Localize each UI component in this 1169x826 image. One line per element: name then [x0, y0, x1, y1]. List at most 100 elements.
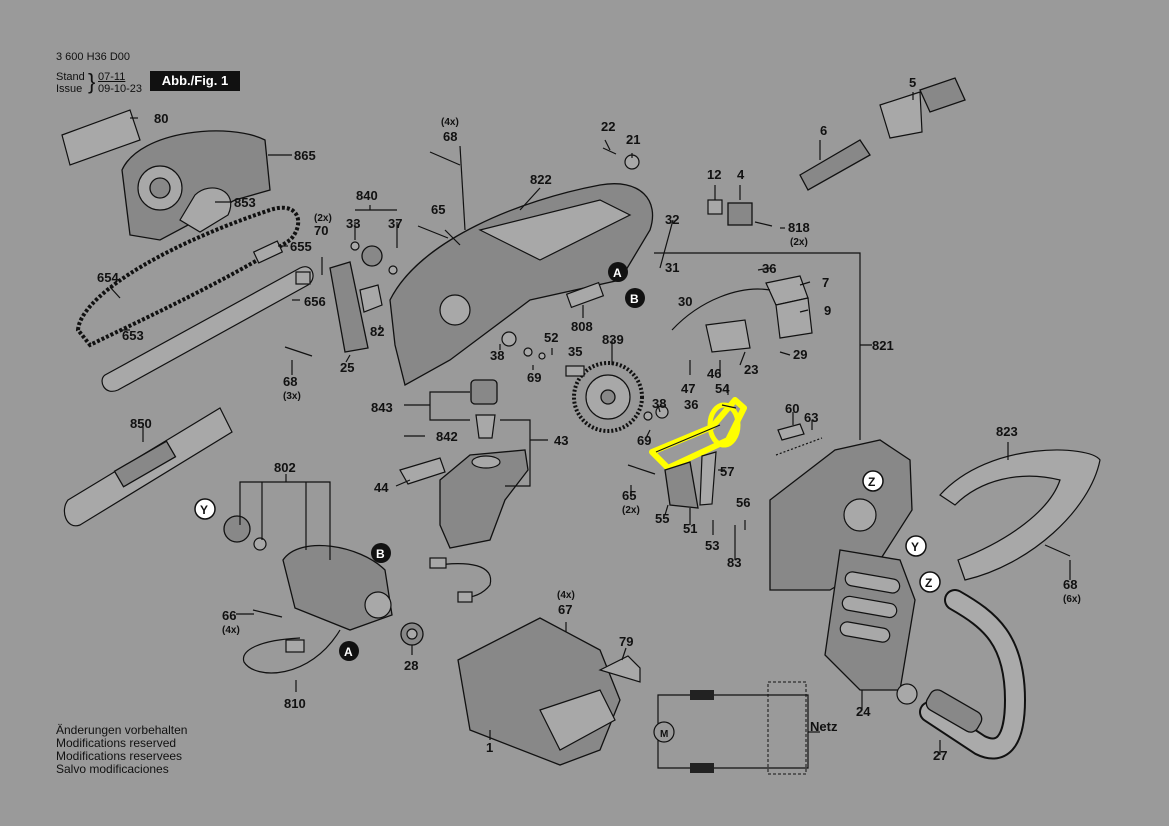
callout-808: 808 [571, 319, 593, 334]
stand-label: Stand [56, 71, 85, 83]
callout-53: 53 [705, 538, 719, 553]
callout-27: 27 [933, 748, 947, 763]
part-79-label [598, 655, 641, 683]
part-656-tensioner [295, 271, 311, 285]
note-es: Salvo modificaciones [56, 762, 169, 776]
part-80-cover-plate [61, 109, 141, 166]
callout-68b: 68 [283, 374, 297, 389]
callout-68: 68 [443, 129, 457, 144]
part-823-guard [939, 449, 1101, 581]
wiring-schematic: M [653, 681, 820, 775]
svg-text:Y: Y [911, 540, 919, 554]
callout-labels: 80 865 853 655 654 656 653 (2x) 70 840 3… [97, 75, 1081, 763]
callout-29: 29 [793, 347, 807, 362]
callout-33: 33 [346, 216, 360, 231]
callout-52: 52 [544, 330, 558, 345]
part-44-pump [399, 457, 446, 485]
part-850-bar-cover [63, 407, 233, 527]
part-839-gear [572, 361, 644, 433]
part-54-highlighted [649, 397, 747, 471]
part-653-guide-bar [101, 266, 314, 392]
callout-12: 12 [707, 167, 721, 182]
part-802-armature [223, 515, 393, 631]
marker-b-motor: B [371, 543, 391, 563]
callout-56: 56 [736, 495, 750, 510]
svg-text:Z: Z [868, 475, 875, 489]
callout-821: 821 [872, 338, 894, 353]
part-43-oil-tank [439, 449, 529, 549]
callout-65: 65 [431, 202, 445, 217]
callout-1: 1 [486, 740, 493, 755]
callout-4: 4 [737, 167, 745, 182]
callout-25: 25 [340, 360, 354, 375]
svg-text:M: M [660, 729, 668, 740]
marker-b-top: B [625, 288, 645, 308]
part-842-strainer [475, 414, 496, 439]
part-655-bar-plate [252, 240, 284, 264]
leader-lines [109, 92, 1071, 755]
figure-label: Abb./Fig. 1 [150, 71, 240, 91]
part-865-chain-cover [121, 130, 271, 241]
marker-y-left: Y [194, 498, 216, 520]
callout-82: 82 [370, 324, 384, 339]
callout-842: 842 [436, 429, 458, 444]
issue-label: Issue [56, 83, 83, 95]
part-55-trigger [664, 451, 717, 509]
callout-65b: 65 [622, 488, 636, 503]
callout-865: 865 [294, 148, 316, 163]
modification-notes: Änderungen vorbehalten Modifications res… [56, 724, 187, 776]
part-4-terminal [707, 199, 753, 226]
callout-57: 57 [720, 464, 734, 479]
callout-36: 36 [762, 261, 776, 276]
doc-number: 3 600 H36 D00 [56, 51, 130, 63]
callout-68c-qty: (6x) [1063, 594, 1081, 605]
callout-38b: 38 [652, 396, 666, 411]
callout-68-qty: (4x) [441, 117, 459, 128]
part-1-motor-housing [457, 617, 621, 766]
callout-37: 37 [388, 216, 402, 231]
callout-60: 60 [785, 401, 799, 416]
part-24-handle-half [824, 549, 916, 691]
part-6-cord-sleeve [799, 139, 871, 191]
callout-840: 840 [356, 188, 378, 203]
marker-a-top: A [608, 262, 628, 282]
callout-32: 32 [665, 212, 679, 227]
issue-date: 09-10-23 [98, 83, 143, 95]
callout-68c: 68 [1063, 577, 1077, 592]
svg-text:A: A [344, 645, 353, 659]
marker-z-right: Z [862, 470, 884, 492]
wire-harness [429, 557, 492, 603]
part-28-bearing [400, 622, 424, 646]
part-810-cable [242, 629, 341, 674]
part-30-spring-lever [671, 288, 771, 353]
callout-655: 655 [290, 239, 312, 254]
marker-a-motor: A [339, 641, 359, 661]
part-654-saw-chain [75, 205, 301, 348]
note-de: Änderungen vorbehalten [56, 723, 188, 737]
callout-654: 654 [97, 270, 119, 285]
part-843-cap [470, 379, 498, 405]
callout-9: 9 [824, 303, 831, 318]
callout-69b: 69 [637, 433, 651, 448]
callout-5: 5 [909, 75, 916, 90]
callout-44: 44 [374, 480, 389, 495]
callout-43: 43 [554, 433, 568, 448]
note-fr: Modifications reservees [56, 749, 183, 763]
callout-31: 31 [665, 260, 679, 275]
svg-text:Y: Y [200, 503, 208, 517]
callout-818-qty: (2x) [790, 237, 808, 248]
part-63-spring [775, 423, 823, 456]
callout-68b-qty: (3x) [283, 391, 301, 402]
callout-netz: Netz [810, 719, 838, 734]
callout-21: 21 [626, 132, 640, 147]
note-en: Modifications reserved [56, 736, 177, 750]
callout-818: 818 [788, 220, 810, 235]
brace: } [88, 69, 96, 94]
callout-47: 47 [681, 381, 695, 396]
callout-802: 802 [274, 460, 296, 475]
callout-23: 23 [744, 362, 758, 377]
part-808-label [565, 281, 605, 309]
callout-65b-qty: (2x) [622, 505, 640, 516]
callout-30: 30 [678, 294, 692, 309]
